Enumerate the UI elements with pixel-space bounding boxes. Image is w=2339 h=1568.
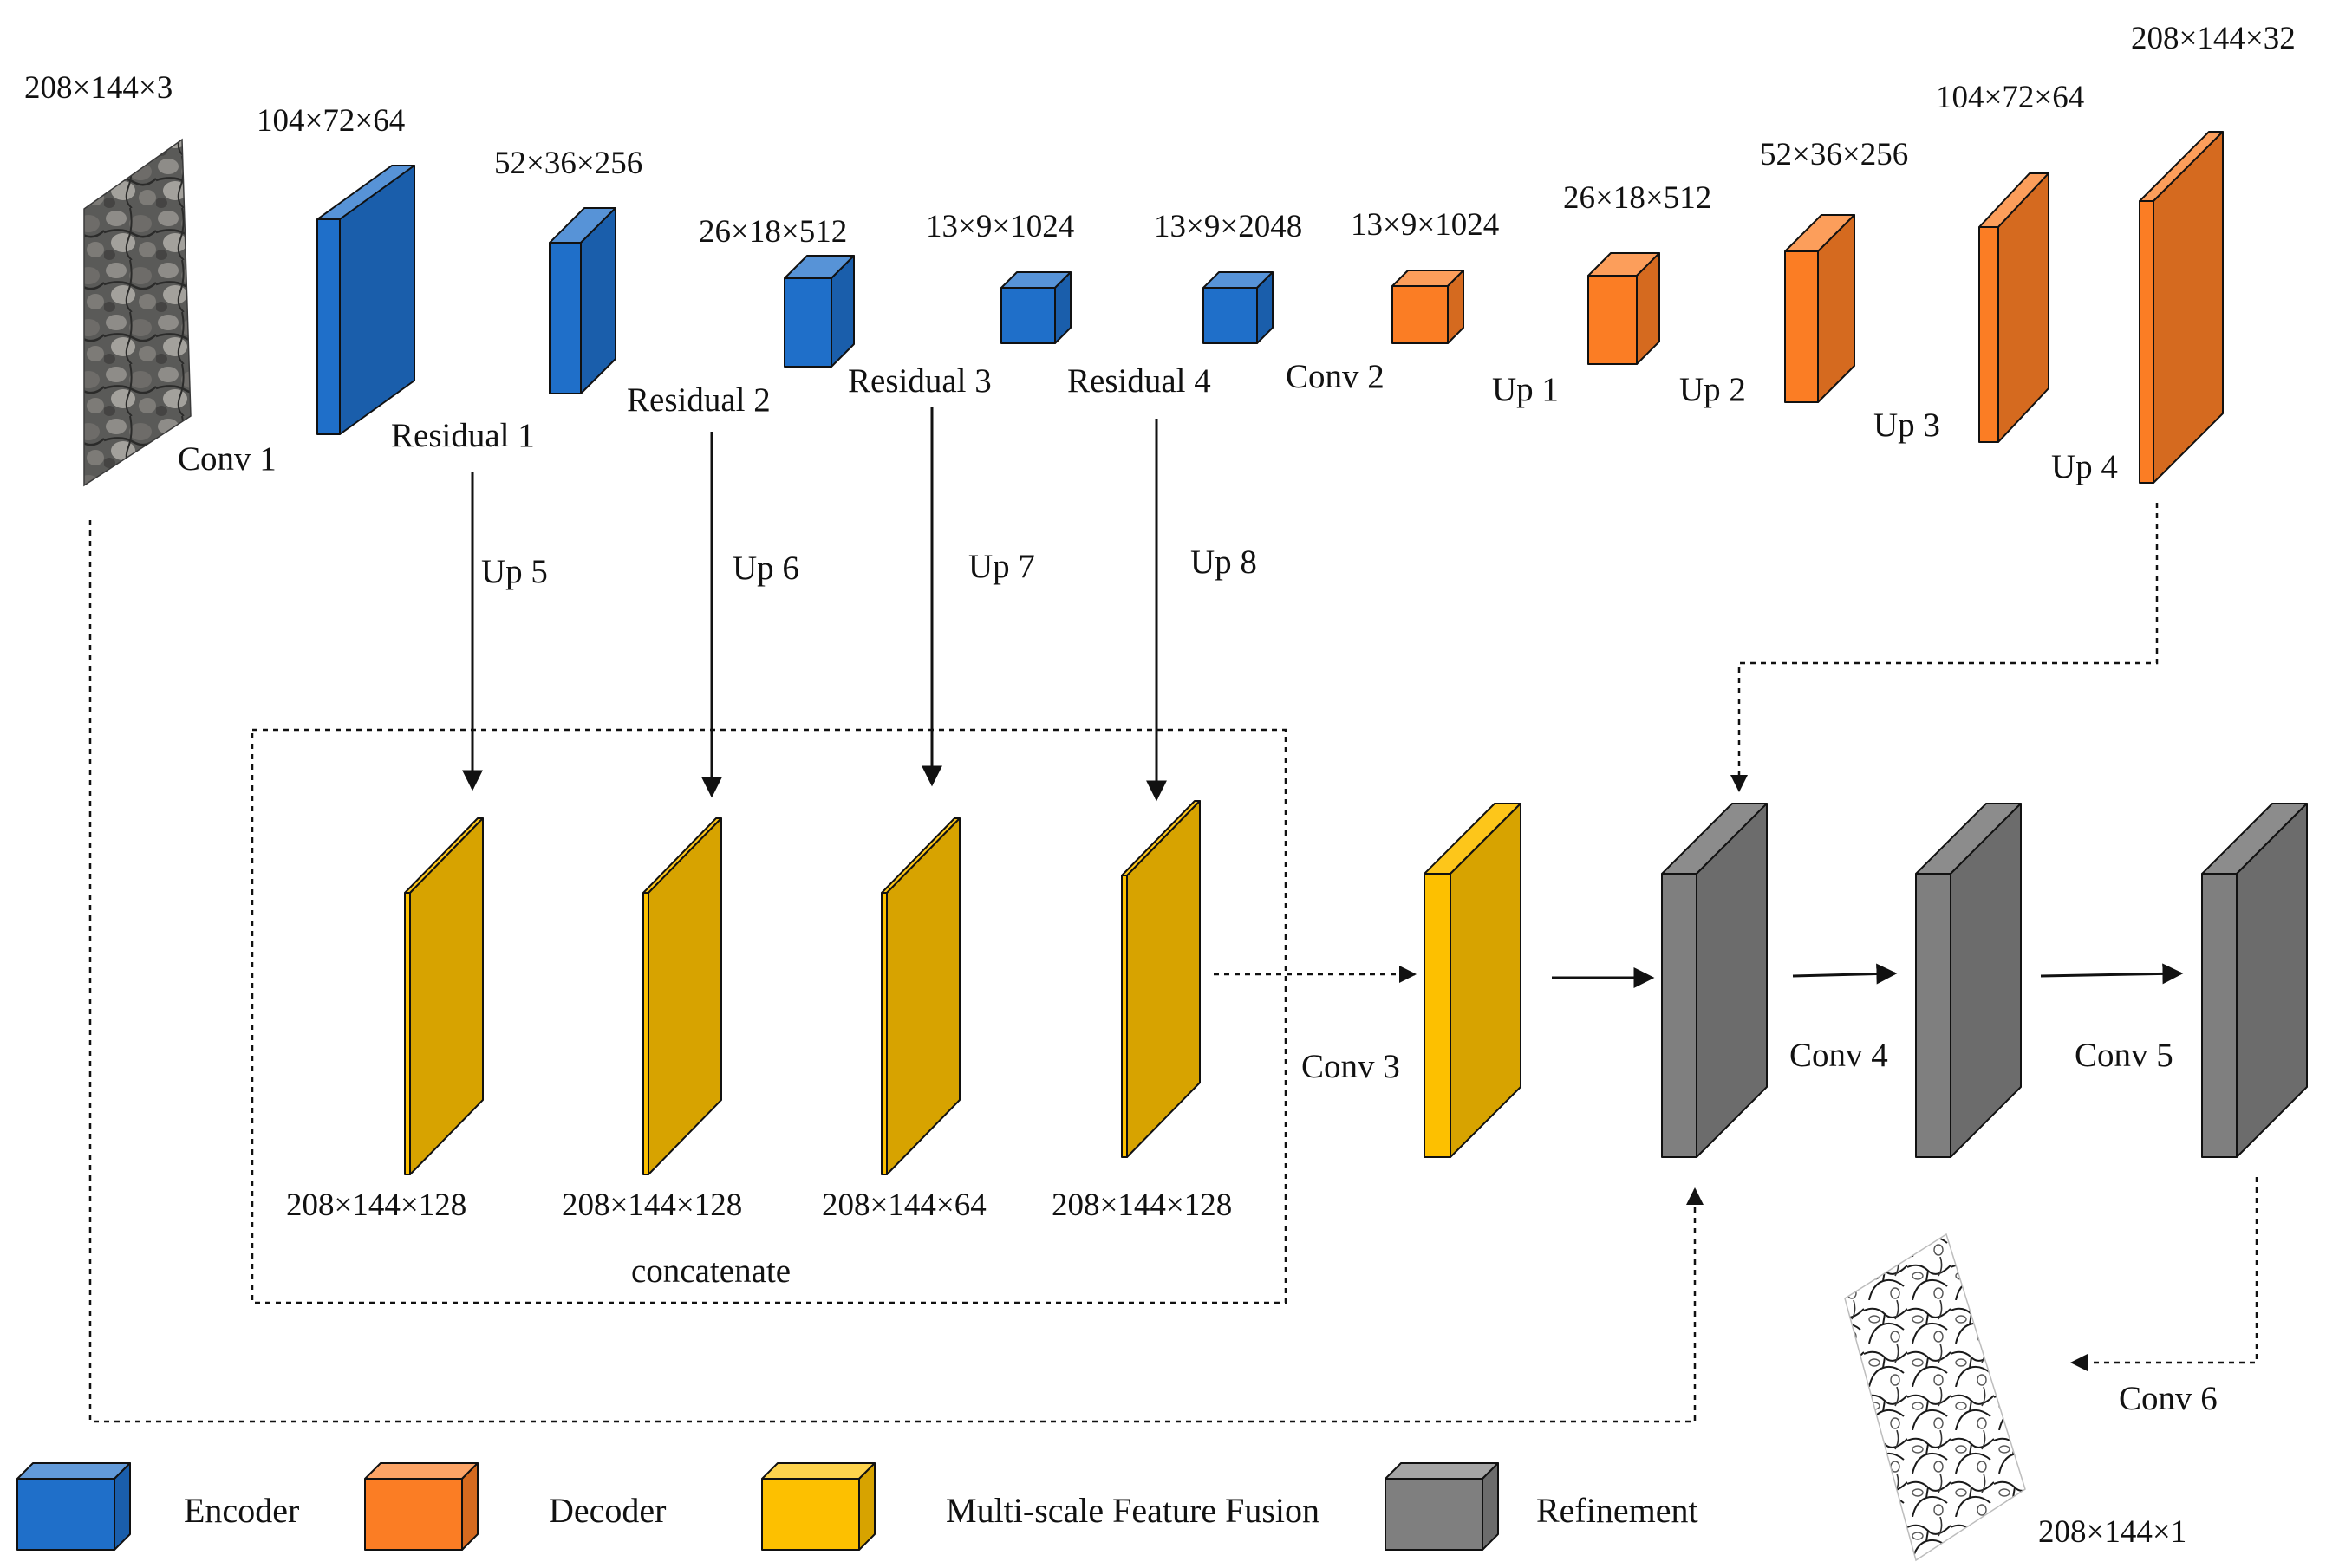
legend-decoder-label: Decoder <box>549 1491 666 1530</box>
refinement-block-2 <box>1915 803 2022 1158</box>
residual2-label: Residual 2 <box>627 381 771 419</box>
decoder-dims-2: 26×18×512 <box>1563 180 1711 216</box>
fusion-dims-3: 208×144×64 <box>822 1187 987 1223</box>
decoder-dims-3: 52×36×256 <box>1760 137 1908 172</box>
legend-decoder-swatch <box>364 1462 479 1551</box>
up8-label: Up 8 <box>1190 543 1257 581</box>
encoder-block-residual3 <box>1000 271 1072 344</box>
decoder-block-up4 <box>2139 131 2224 484</box>
encoder-block-conv1 <box>316 165 415 435</box>
up1-label: Up 1 <box>1492 371 1559 408</box>
fusion-dims-2: 208×144×128 <box>562 1187 742 1223</box>
encoder-block-residual4 <box>1202 271 1274 344</box>
encoder-block-residual1 <box>549 207 616 394</box>
residual4-label: Residual 4 <box>1067 362 1211 400</box>
fusion-block-conv3 <box>1424 803 1521 1158</box>
legend-encoder-swatch <box>16 1462 131 1551</box>
legend-refinement-swatch <box>1385 1462 1499 1551</box>
residual3-label: Residual 3 <box>848 362 992 400</box>
conv6-output-arrow <box>2070 1177 2258 1371</box>
concat-box <box>251 728 1287 1304</box>
fusion-dims-1: 208×144×128 <box>286 1187 466 1223</box>
conv5-label: Conv 5 <box>2075 1037 2173 1074</box>
legend-fusion-swatch <box>761 1462 876 1551</box>
fusion-dims-4: 208×144×128 <box>1052 1187 1232 1223</box>
encoder-dims-4: 13×9×1024 <box>926 209 1074 244</box>
decoder-block-conv2 <box>1391 270 1464 344</box>
up4-skip-connection <box>1730 503 2159 792</box>
residual1-label: Residual 1 <box>391 417 535 454</box>
ref2-to-ref3-arrow <box>2040 963 2184 985</box>
up4-label: Up 4 <box>2051 448 2118 485</box>
refinement-block-1 <box>1661 803 1768 1158</box>
decoder-dims-4: 104×72×64 <box>1936 80 2084 115</box>
fusion-block-up5 <box>404 817 484 1175</box>
up6-label: Up 6 <box>733 550 799 587</box>
ref1-to-ref2-arrow <box>1792 963 1898 985</box>
up2-label: Up 2 <box>1679 371 1746 408</box>
fusion-block-up8 <box>1121 800 1201 1158</box>
encoder-dims-2: 52×36×256 <box>494 146 642 181</box>
conv6-label: Conv 6 <box>2119 1380 2218 1417</box>
output-crack-map <box>1844 1233 2026 1562</box>
decoder-block-up2 <box>1784 214 1855 403</box>
conv3-label: Conv 3 <box>1301 1048 1400 1085</box>
input-image <box>83 138 192 487</box>
decoder-dims-5: 208×144×32 <box>2131 21 2296 56</box>
legend-encoder-label: Encoder <box>184 1491 299 1530</box>
concatenate-label: concatenate <box>631 1252 791 1290</box>
fusion-block-up7 <box>881 817 961 1175</box>
up3-label: Up 3 <box>1873 407 1940 444</box>
output-dims: 208×144×1 <box>2038 1514 2186 1550</box>
fusion-block-up6 <box>642 817 722 1175</box>
encoder-dims-1: 104×72×64 <box>257 103 405 139</box>
decoder-dims-1: 13×9×1024 <box>1351 207 1499 243</box>
legend-refinement-label: Refinement <box>1536 1491 1698 1530</box>
up7-label: Up 7 <box>968 548 1035 585</box>
up5-label: Up 5 <box>481 553 548 590</box>
conv1-label: Conv 1 <box>178 440 277 478</box>
decoder-block-up3 <box>1978 172 2049 443</box>
input-dims: 208×144×3 <box>24 70 173 106</box>
encoder-block-residual2 <box>784 255 855 368</box>
decoder-block-up1 <box>1587 252 1660 365</box>
input-skip-connection <box>88 520 1704 1423</box>
encoder-dims-5: 13×9×2048 <box>1154 209 1302 244</box>
conv2-label: Conv 2 <box>1286 358 1385 395</box>
legend-fusion-label: Multi-scale Feature Fusion <box>946 1491 1319 1530</box>
encoder-dims-3: 26×18×512 <box>699 214 847 250</box>
conv4-label: Conv 4 <box>1789 1037 1888 1074</box>
connectors <box>88 407 2258 1423</box>
refinement-block-3 <box>2201 803 2308 1158</box>
